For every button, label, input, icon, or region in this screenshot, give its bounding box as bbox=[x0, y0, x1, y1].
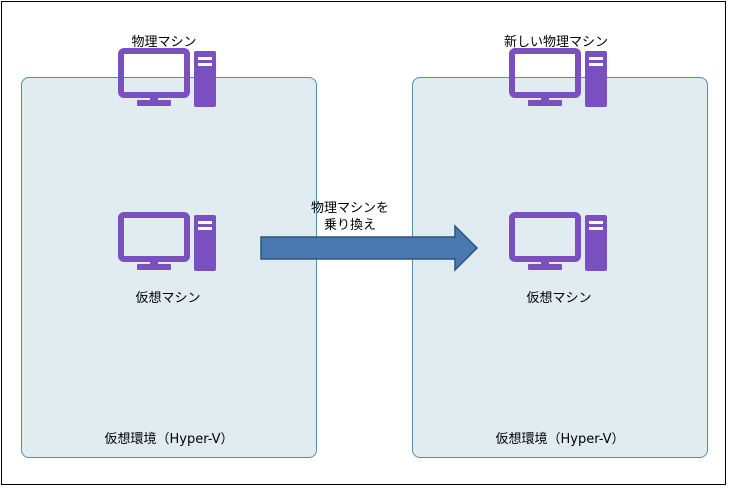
right-virtual-machine-label: 仮想マシン bbox=[526, 291, 592, 306]
right-environment-label: 仮想環境（Hyper-V） bbox=[495, 432, 625, 447]
migration-arrow bbox=[258, 222, 480, 274]
left-physical-machine-icon bbox=[118, 48, 218, 110]
left-virtual-environment: 仮想環境（Hyper-V） bbox=[21, 77, 317, 458]
right-virtual-machine-icon bbox=[509, 212, 609, 274]
right-physical-machine-icon bbox=[509, 48, 609, 110]
left-physical-machine-label: 物理マシン bbox=[131, 35, 197, 50]
migration-label-line1: 物理マシンを bbox=[310, 201, 389, 216]
migration-label: 物理マシンを 乗り換え bbox=[300, 200, 400, 234]
migration-label-line2: 乗り換え bbox=[323, 218, 376, 233]
left-virtual-machine-icon bbox=[118, 212, 218, 274]
right-physical-machine-label: 新しい物理マシン bbox=[503, 35, 608, 50]
left-virtual-machine-label: 仮想マシン bbox=[135, 291, 201, 306]
left-environment-label: 仮想環境（Hyper-V） bbox=[104, 432, 234, 447]
